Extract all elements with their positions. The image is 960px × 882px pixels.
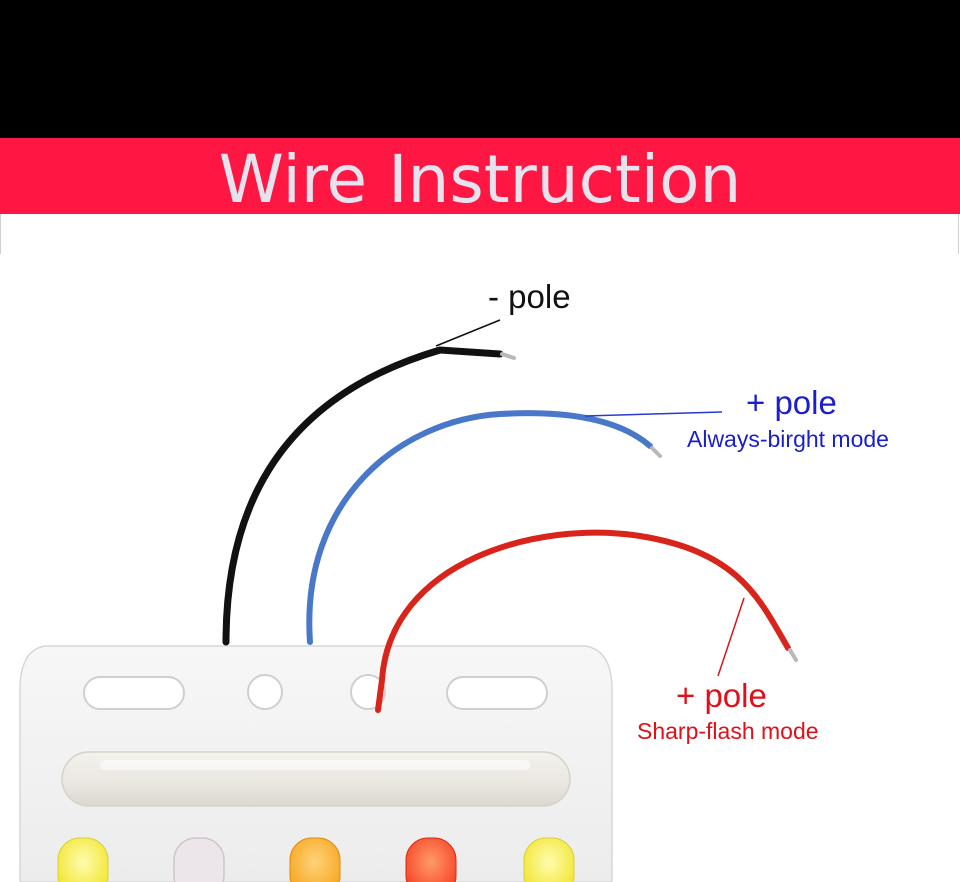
mount-slot-left [83,676,185,710]
negative-pole-label: - pole [488,278,571,315]
mount-slot-right [446,676,548,710]
title-banner: Wire Instruction [0,138,960,218]
sharp-flash-leader-line [717,597,745,677]
wire-negative [222,319,516,646]
top-black-band [0,0,960,138]
led-white [173,837,225,882]
mount-hole [247,674,283,710]
left-edge-line [0,214,1,254]
sharp-flash-pole-label: + pole [676,677,767,714]
wire-sharp-flash [375,529,798,713]
led-red [405,837,457,882]
negative-leader-line [435,319,501,347]
led-yellow-right [523,837,575,882]
wire-always-bright [306,410,723,645]
led-amber [289,837,341,882]
always-bright-leader-line [584,411,723,417]
always-bright-mode-label: Always-birght mode [687,426,889,452]
right-edge-line [958,214,959,254]
led-yellow-left [57,837,109,882]
sharp-flash-mode-label: Sharp-flash mode [637,718,819,744]
led-board [19,645,613,882]
page-title: Wire Instruction [218,141,742,218]
always-bright-pole-label: + pole [746,384,837,421]
